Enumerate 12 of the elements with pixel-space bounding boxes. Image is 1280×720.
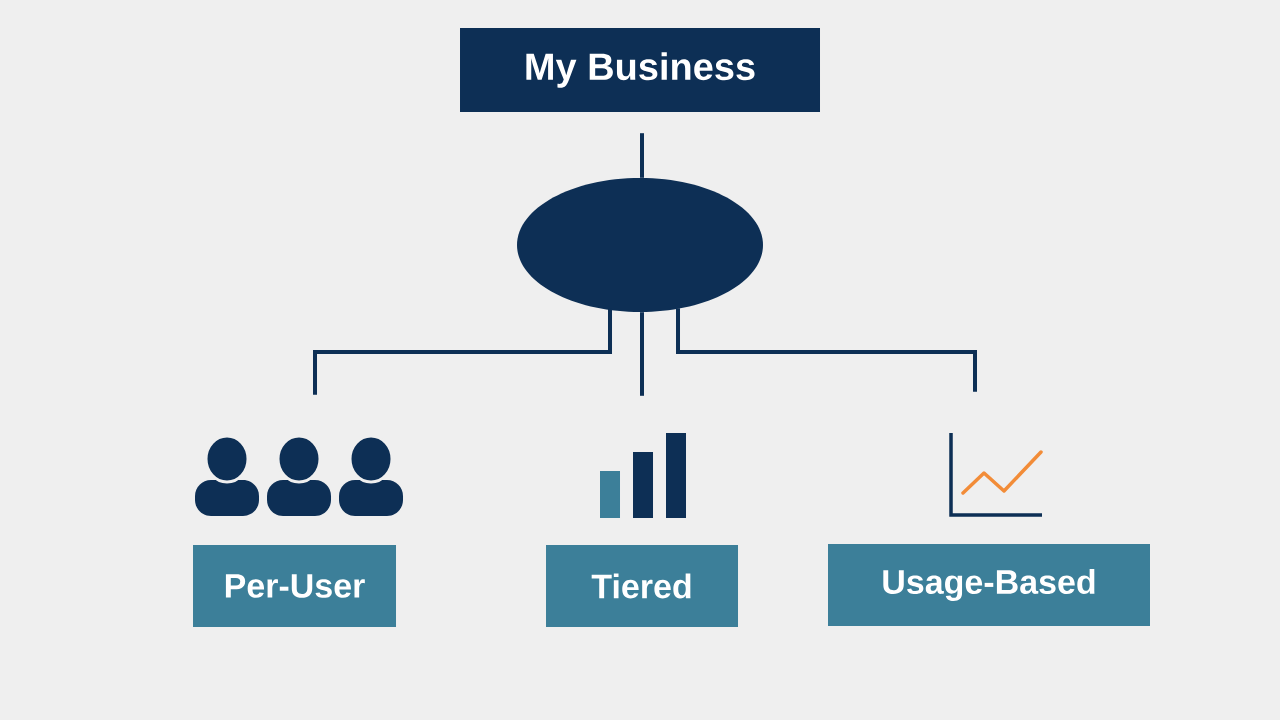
hub-ellipse: [517, 178, 763, 312]
pricing-box: Tiered: [546, 545, 738, 627]
pricing-box: Per-User: [193, 545, 396, 627]
people-icon: [195, 434, 403, 516]
connector-line: [640, 312, 644, 396]
connector-line: [676, 308, 977, 392]
title-box: My Business: [460, 28, 820, 112]
pricing-box: Usage-Based: [828, 544, 1150, 626]
line-chart-icon: [949, 433, 1043, 517]
connector-line: [313, 308, 612, 395]
connector-line: [640, 133, 644, 178]
bar-chart-icon: [600, 433, 686, 518]
